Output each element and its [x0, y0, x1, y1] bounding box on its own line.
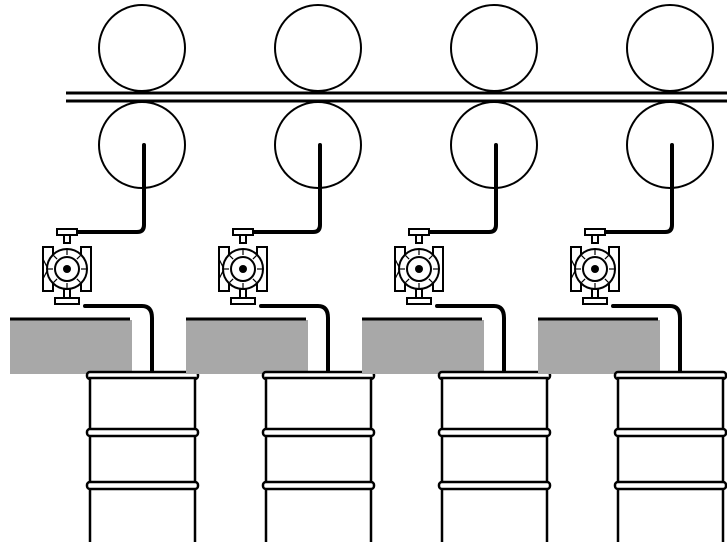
- drum-body: [88, 376, 197, 542]
- drum-icon: [613, 370, 727, 542]
- station-1: [10, 4, 200, 542]
- pump-foot: [582, 297, 608, 305]
- pump-hub: [591, 265, 599, 273]
- drum-rib-1: [261, 427, 376, 438]
- base-platform: [186, 320, 308, 374]
- pump-stem-top: [415, 234, 423, 244]
- drum-rib-1: [437, 427, 552, 438]
- base-platform: [538, 320, 660, 374]
- pump-foot: [230, 297, 256, 305]
- pump-icon: [394, 228, 444, 305]
- drum-rib-2: [85, 480, 200, 491]
- pump-hub: [239, 265, 247, 273]
- pump-stem-top: [63, 234, 71, 244]
- pump-stem-top: [239, 234, 247, 244]
- upper-roller: [274, 4, 362, 92]
- base-platform: [10, 320, 132, 374]
- drum-body: [440, 376, 549, 542]
- discharge-pipe: [259, 304, 330, 376]
- pump-foot: [54, 297, 80, 305]
- station-2: [186, 4, 376, 542]
- upper-roller: [450, 4, 538, 92]
- drum-rib-2: [261, 480, 376, 491]
- conveyor-rails: [66, 91, 727, 103]
- pump-foot: [406, 297, 432, 305]
- drum-rib-1: [85, 427, 200, 438]
- pump-hub: [415, 265, 423, 273]
- station-3: [362, 4, 552, 542]
- discharge-pipe: [83, 304, 154, 376]
- base-platform: [362, 320, 484, 374]
- drum-rib-1: [613, 427, 727, 438]
- discharge-pipe: [611, 304, 682, 376]
- feed-pipe: [594, 143, 674, 234]
- pump-icon: [218, 228, 268, 305]
- upper-roller: [98, 4, 186, 92]
- feed-pipe: [242, 143, 322, 234]
- drum-body: [264, 376, 373, 542]
- drum-rib-2: [437, 480, 552, 491]
- drum-body: [616, 376, 725, 542]
- discharge-pipe: [435, 304, 506, 376]
- drum-icon: [261, 370, 376, 542]
- pump-hub: [63, 265, 71, 273]
- drum-icon: [437, 370, 552, 542]
- stations-group: [10, 4, 727, 542]
- pump-icon: [42, 228, 92, 305]
- feed-pipe: [418, 143, 498, 234]
- pump-stem-top: [591, 234, 599, 244]
- pump-icon: [570, 228, 620, 305]
- drum-icon: [85, 370, 200, 542]
- feed-pipe: [66, 143, 146, 234]
- drum-rib-2: [613, 480, 727, 491]
- upper-roller: [626, 4, 714, 92]
- station-4: [538, 4, 727, 542]
